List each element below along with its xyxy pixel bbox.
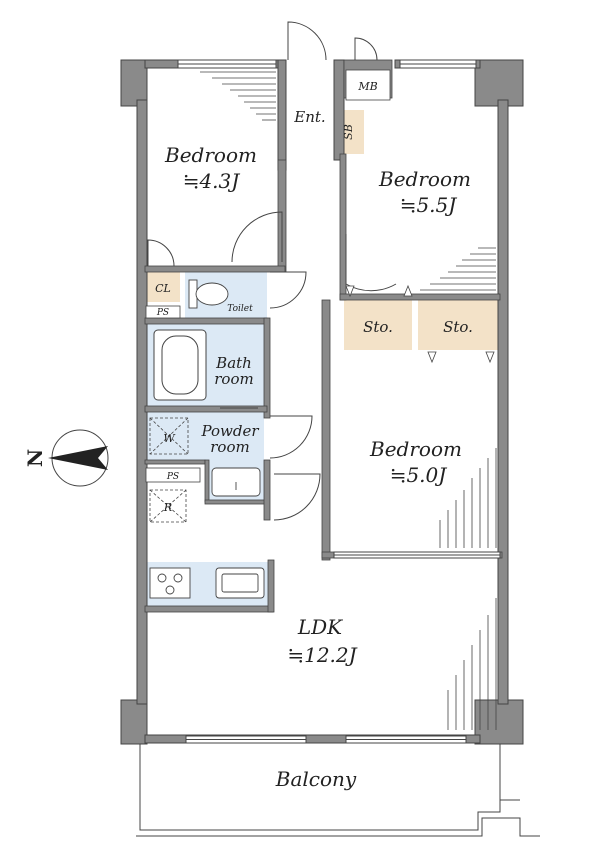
bedroom1-closet-hatch <box>200 71 276 121</box>
ps1-box <box>145 305 181 319</box>
kitchen-sink <box>215 567 265 599</box>
ldk-name: LDK <box>297 615 343 639</box>
storage1-area <box>344 300 412 350</box>
bathtub <box>153 329 207 401</box>
storage2-label: Sto. <box>443 318 473 336</box>
ldk-size: ≒12.2J <box>287 643 357 667</box>
mb-label: MB <box>357 80 377 93</box>
washbasin <box>211 467 261 497</box>
windows <box>177 59 501 744</box>
sb-label: SB <box>342 124 355 140</box>
bath-label-1: Bath <box>215 354 252 372</box>
stove <box>149 567 191 599</box>
powder-label-1: Powder <box>200 422 259 440</box>
washer-label: W <box>163 432 176 445</box>
bedroom2-closet-hatch <box>420 247 496 291</box>
storage-markers <box>345 284 495 364</box>
cl-area <box>146 272 180 302</box>
toilet-fixture <box>188 279 229 309</box>
ldk-window-hatch <box>447 598 497 730</box>
compass-arrow-icon <box>48 446 108 470</box>
ps1-label: PS <box>156 308 169 318</box>
balcony-outline <box>136 744 540 837</box>
storage1-label: Sto. <box>363 318 393 336</box>
bedroom1-name: Bedroom <box>164 143 257 167</box>
bedroom2-size: ≒5.5J <box>400 193 458 217</box>
powder-area <box>146 412 264 460</box>
bedroom3-name: Bedroom <box>369 437 462 461</box>
balcony-label: Balcony <box>275 767 357 791</box>
bedroom2-name: Bedroom <box>378 167 471 191</box>
compass <box>48 429 109 487</box>
storage2-area <box>418 300 498 350</box>
doors <box>147 21 397 521</box>
mb-box <box>345 69 391 101</box>
bath-label-2: room <box>214 370 253 388</box>
fridge-box <box>149 489 187 523</box>
entrance-label: Ent. <box>293 108 325 126</box>
compass-label: N <box>23 449 47 467</box>
cl-label: CL <box>155 282 171 295</box>
bedroom3-window-hatch <box>439 448 497 548</box>
powder-label-2: room <box>210 438 249 456</box>
washer-box <box>149 417 189 455</box>
toilet-label: Toilet <box>227 304 253 314</box>
ps2-box <box>145 467 201 483</box>
bedroom1-size: ≒4.3J <box>183 169 241 193</box>
fridge-label: R <box>163 501 172 514</box>
ps2-label: PS <box>166 472 179 482</box>
bedroom3-size: ≒5.0J <box>390 463 448 487</box>
